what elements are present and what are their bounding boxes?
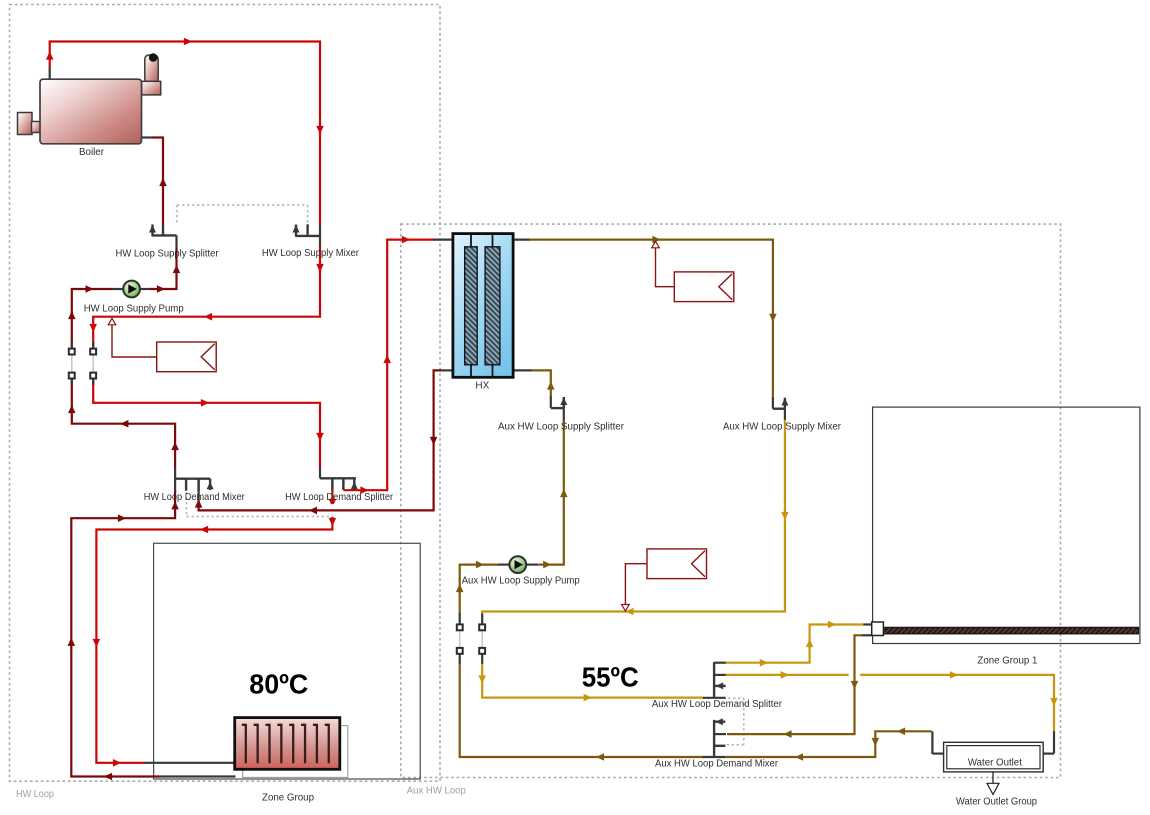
svg-text:HW Loop Supply Splitter: HW Loop Supply Splitter <box>116 249 220 260</box>
svg-text:Aux HW Loop Demand Splitter: Aux HW Loop Demand Splitter <box>652 699 783 710</box>
svg-text:55ºC: 55ºC <box>582 661 639 692</box>
svg-text:HW Loop: HW Loop <box>16 789 54 800</box>
svg-text:HW Loop Supply Mixer: HW Loop Supply Mixer <box>262 248 360 259</box>
svg-text:80ºC: 80ºC <box>249 668 308 699</box>
svg-text:Aux HW Loop Demand Mixer: Aux HW Loop Demand Mixer <box>655 759 779 770</box>
svg-text:Aux HW Loop Supply Splitter: Aux HW Loop Supply Splitter <box>498 421 625 432</box>
svg-text:Zone Group 1: Zone Group 1 <box>977 656 1037 667</box>
svg-text:Aux HW Loop Supply Pump: Aux HW Loop Supply Pump <box>462 575 580 586</box>
svg-text:Aux HW Loop: Aux HW Loop <box>407 786 466 797</box>
svg-text:Boiler: Boiler <box>79 147 105 158</box>
svg-text:Zone Group: Zone Group <box>262 792 314 803</box>
svg-text:Water Outlet: Water Outlet <box>968 758 1022 769</box>
svg-text:Aux HW Loop Supply Mixer: Aux HW Loop Supply Mixer <box>723 421 842 432</box>
svg-text:HX: HX <box>475 381 489 392</box>
svg-text:HW Loop Demand Splitter: HW Loop Demand Splitter <box>285 492 394 503</box>
svg-text:Water Outlet Group: Water Outlet Group <box>956 797 1037 808</box>
svg-text:HW Loop Supply Pump: HW Loop Supply Pump <box>84 304 184 315</box>
svg-text:HW Loop Demand Mixer: HW Loop Demand Mixer <box>144 492 246 503</box>
